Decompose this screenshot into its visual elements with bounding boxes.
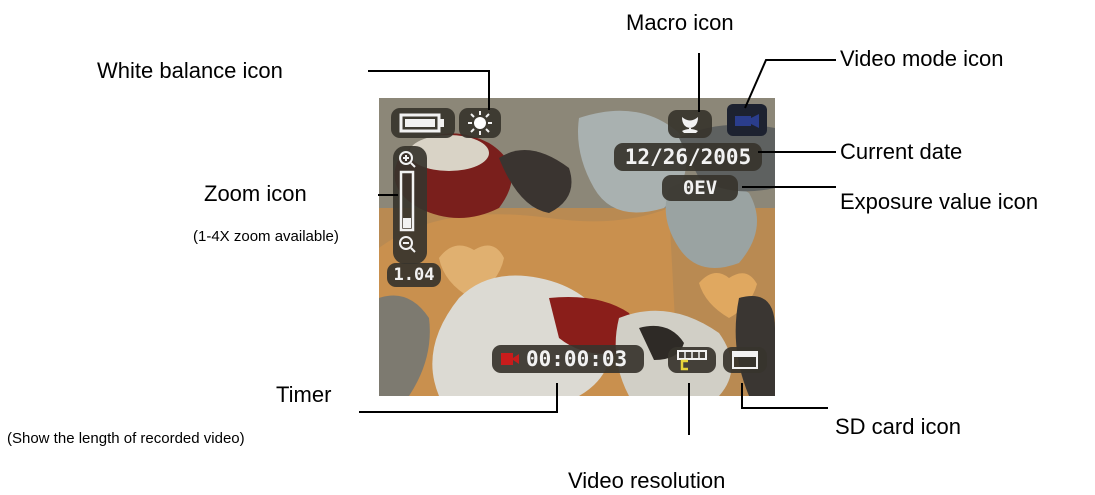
sd-card-leader <box>741 383 828 409</box>
current-date-label: Current date <box>840 139 963 164</box>
battery-icon <box>399 113 444 133</box>
sd-card-icon <box>732 351 758 369</box>
exposure-value-text: 0EV <box>682 177 718 199</box>
macro-label: Macro icon <box>626 10 734 35</box>
white-balance-leader <box>368 70 490 110</box>
timer-badge: 00:00:03 <box>492 345 644 373</box>
video-resolution-icon <box>677 350 707 371</box>
timer-note-label: (Show the length of recorded video) <box>7 430 245 447</box>
zoom-level-text: 1.04 <box>393 265 435 285</box>
battery-badge <box>391 108 455 138</box>
zoom-note-label: (1-4X zoom available) <box>193 228 339 245</box>
current-date-text: 12/26/2005 <box>624 145 752 169</box>
macro-tulip-icon <box>682 117 698 133</box>
zoom-level-badge: 1.04 <box>387 263 441 287</box>
zoom-label: Zoom icon <box>204 181 307 206</box>
video-mode-label: Video mode icon <box>840 46 1004 71</box>
exposure-label: Exposure value icon <box>840 189 1039 214</box>
zoom-bar <box>399 151 416 253</box>
zoom-out-icon <box>399 236 416 253</box>
camera-lcd-screen: 12/26/2005 0EV 1.04 <box>379 98 775 396</box>
white-balance-sun-icon <box>468 111 492 135</box>
video-resolution-badge <box>668 347 716 373</box>
date-badge: 12/26/2005 <box>614 143 762 171</box>
sd-card-label: SD card icon <box>835 414 961 439</box>
video-mode-leader <box>744 59 836 109</box>
sd-card-badge <box>723 347 767 373</box>
exposure-badge: 0EV <box>662 175 738 201</box>
zoom-level-fill <box>403 218 411 228</box>
zoom-in-icon <box>399 151 416 168</box>
timer-leader <box>359 383 558 413</box>
video-mode-badge <box>727 104 767 136</box>
timer-text: 00:00:03 <box>526 347 628 371</box>
zoom-badge <box>393 146 427 264</box>
timer-label: Timer <box>276 382 332 407</box>
video-resolution-label: Video resolution <box>568 468 726 493</box>
white-balance-label: White balance icon <box>97 58 283 83</box>
white-balance-badge <box>459 108 501 138</box>
record-icon <box>501 353 519 365</box>
video-mode-icon <box>735 114 759 128</box>
macro-badge <box>668 110 712 138</box>
